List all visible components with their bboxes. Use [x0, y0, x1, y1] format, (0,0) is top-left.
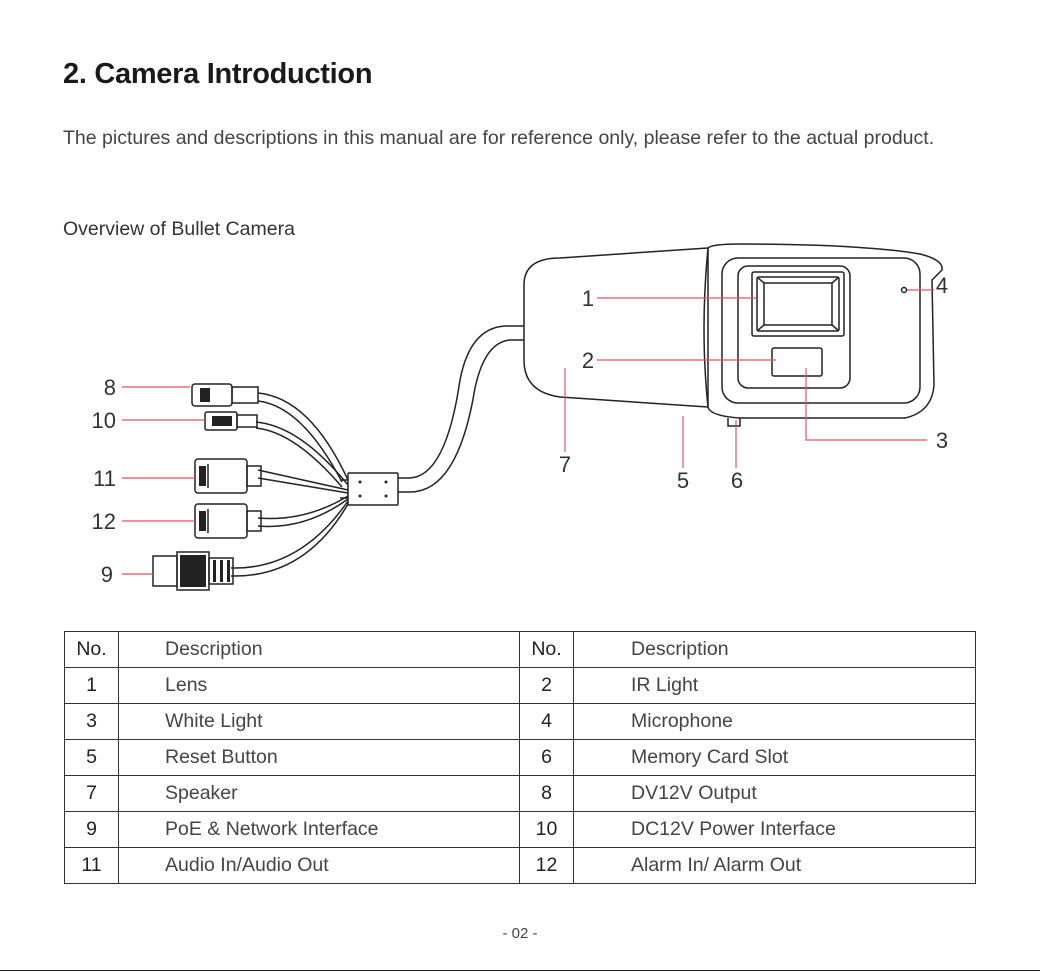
table-cell: 11	[64, 847, 119, 884]
table-row: 9 PoE & Network Interface 10 DC12V Power…	[64, 811, 976, 848]
table-cell: DC12V Power Interface	[573, 811, 976, 848]
table-cell: 2	[519, 667, 574, 704]
callout-5: 5	[677, 468, 689, 493]
table-cell: 8	[519, 775, 574, 812]
intro-text: The pictures and descriptions in this ma…	[63, 127, 935, 149]
callout-1: 1	[582, 286, 594, 311]
table-cell: 5	[64, 739, 119, 776]
table-cell: 7	[64, 775, 119, 812]
table-cell: White Light	[118, 703, 520, 740]
callout-2: 2	[582, 348, 594, 373]
callout-10: 10	[92, 408, 116, 433]
component-table: No. Description No. Description 1 Lens 2…	[64, 631, 976, 884]
table-row: 7 Speaker 8 DV12V Output	[64, 775, 976, 812]
header-cell: Description	[118, 631, 520, 668]
camera-diagram: 1 2 3 4 5 6 7 8 10 11 12 9	[92, 243, 948, 591]
table-cell: Audio In/Audio Out	[118, 847, 520, 884]
table-cell: Alarm In/ Alarm Out	[573, 847, 976, 884]
table-header-row: No. Description No. Description	[64, 631, 976, 668]
page-title: 2. Camera Introduction	[63, 58, 373, 90]
callout-9: 9	[101, 562, 113, 587]
header-cell: No.	[64, 631, 119, 668]
table-cell: Memory Card Slot	[573, 739, 976, 776]
table-cell: Microphone	[573, 703, 976, 740]
table-cell: 4	[519, 703, 574, 740]
table-cell: Speaker	[118, 775, 520, 812]
table-row: 3 White Light 4 Microphone	[64, 703, 976, 740]
header-cell: Description	[573, 631, 976, 668]
callout-8: 8	[104, 375, 116, 400]
camera-body	[152, 243, 943, 591]
table-cell: 6	[519, 739, 574, 776]
callout-11: 11	[93, 466, 116, 491]
table-row: 1 Lens 2 IR Light	[64, 667, 976, 704]
callout-12: 12	[92, 509, 116, 534]
section-subtitle: Overview of Bullet Camera	[63, 218, 295, 240]
callout-3: 3	[936, 428, 948, 453]
callout-6: 6	[731, 468, 743, 493]
callout-7: 7	[559, 452, 571, 477]
table-cell: 1	[64, 667, 119, 704]
connector-details	[180, 388, 388, 587]
header-cell: No.	[519, 631, 574, 668]
table-row: 5 Reset Button 6 Memory Card Slot	[64, 739, 976, 776]
page-number: - 02 -	[502, 925, 538, 942]
table-cell: PoE & Network Interface	[118, 811, 520, 848]
table-cell: 9	[64, 811, 119, 848]
table-row: 11 Audio In/Audio Out 12 Alarm In/ Alarm…	[64, 847, 976, 884]
bottom-rule	[0, 970, 1040, 971]
callout-lines	[122, 289, 934, 575]
callout-4: 4	[936, 273, 948, 298]
table-cell: Lens	[118, 667, 520, 704]
table-cell: IR Light	[573, 667, 976, 704]
table-cell: 10	[519, 811, 574, 848]
table-cell: DV12V Output	[573, 775, 976, 812]
table-cell: Reset Button	[118, 739, 520, 776]
table-cell: 12	[519, 847, 574, 884]
table-cell: 3	[64, 703, 119, 740]
